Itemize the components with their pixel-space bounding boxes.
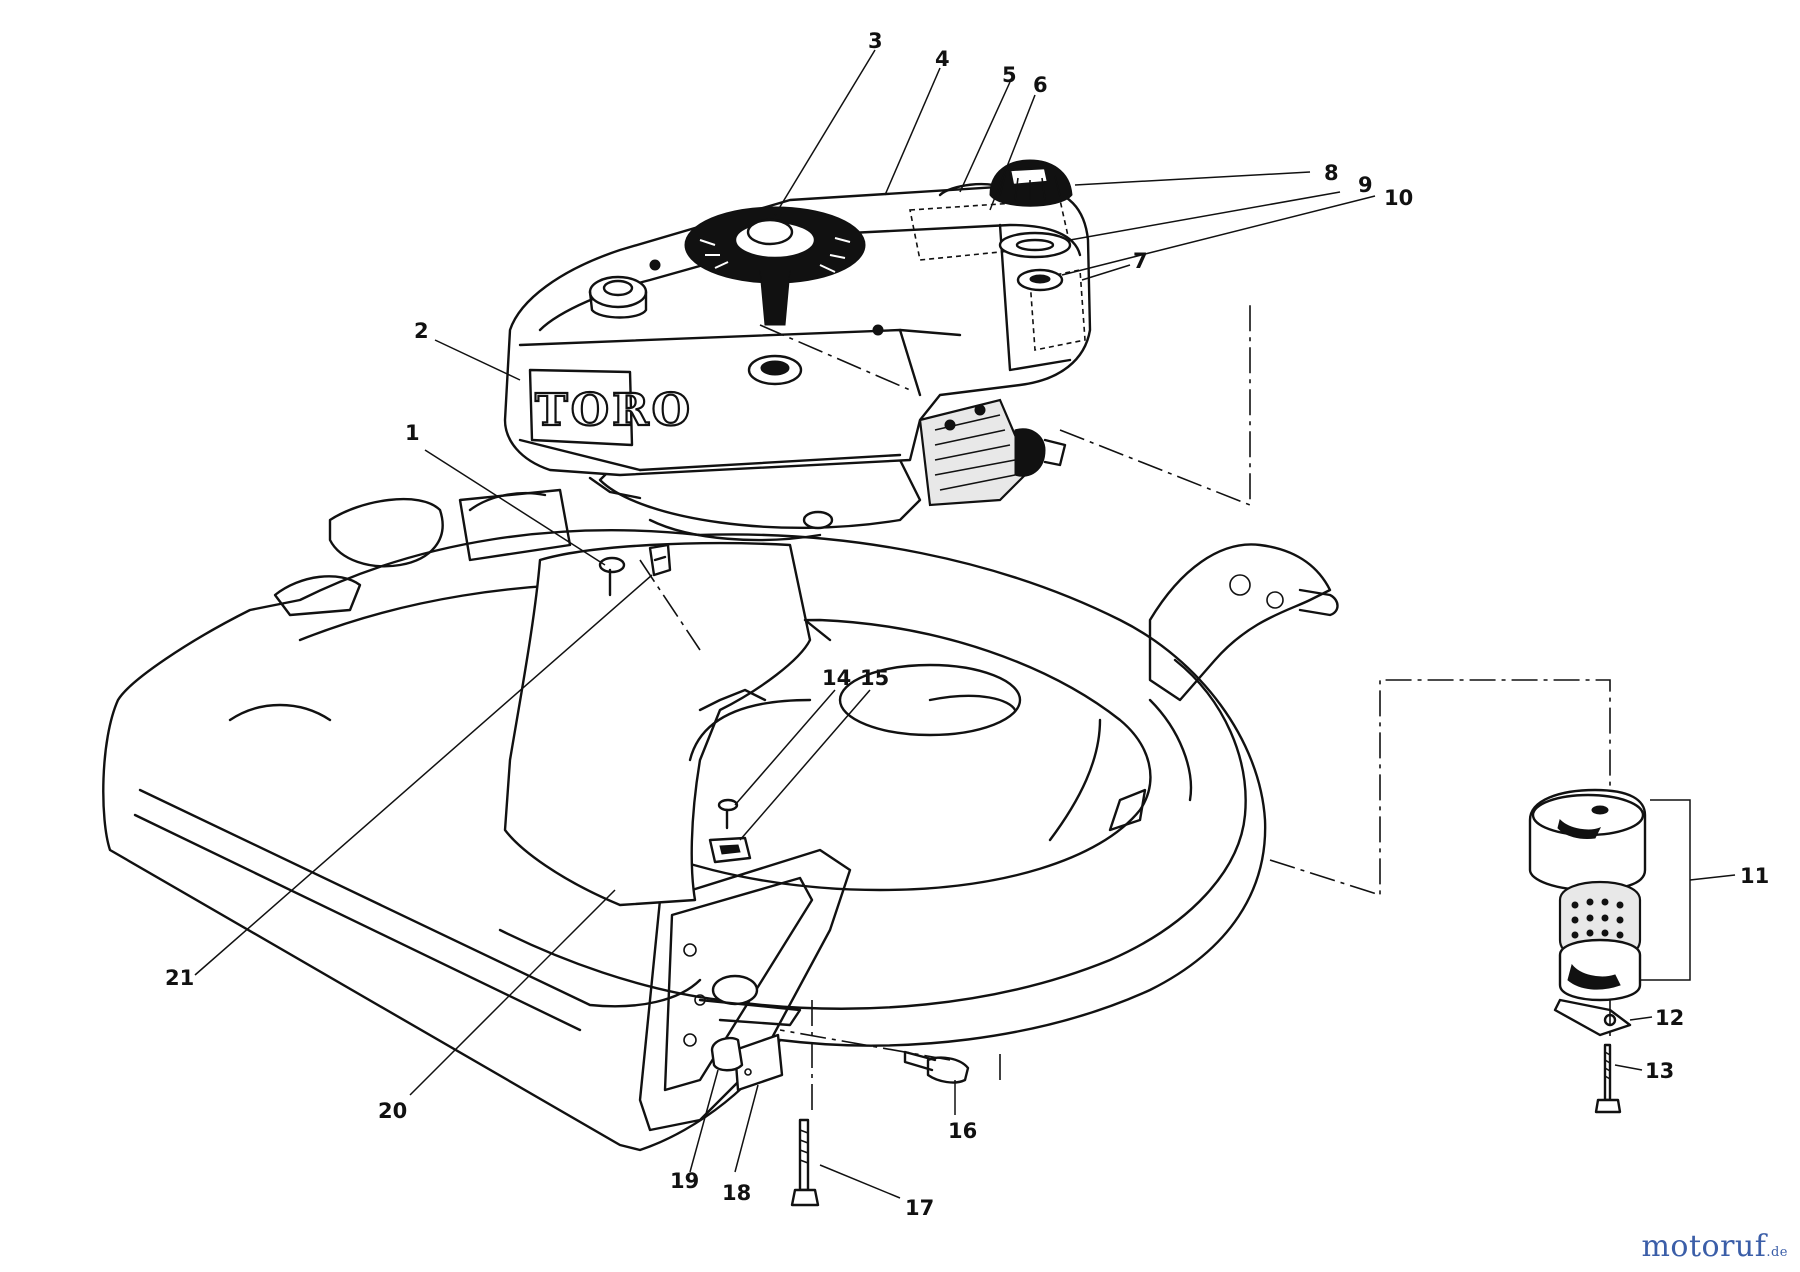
callout-13: 13: [1645, 1059, 1674, 1083]
alignment-lines: [639, 300, 1611, 1115]
callout-2: 2: [414, 319, 429, 343]
watermark-logo: motoruf.de: [1641, 1229, 1788, 1264]
callout-18: 18: [722, 1181, 751, 1205]
watermark-suffix: .de: [1766, 1245, 1788, 1260]
callout-17: 17: [905, 1196, 934, 1220]
callout-11: 11: [1740, 864, 1769, 888]
callout-6: 6: [1033, 73, 1048, 97]
callout-15: 15: [860, 666, 889, 690]
callout-21: 21: [165, 966, 194, 990]
callout-4: 4: [935, 47, 950, 71]
small-hardware: [598, 543, 970, 1207]
callout-7: 7: [1133, 249, 1148, 273]
callout-16: 16: [948, 1119, 977, 1143]
muffler-assembly: [1528, 788, 1691, 1114]
callout-10: 10: [1384, 186, 1413, 210]
callout-labels: 1 2 3 4 5 6 7 8 9 10 11 12 13 14 15 16 1…: [165, 29, 1769, 1220]
callout-9: 9: [1358, 173, 1373, 197]
callout-1: 1: [405, 421, 420, 445]
watermark-main: motoruf: [1641, 1229, 1767, 1264]
discharge-deflector: [503, 541, 832, 907]
callout-5: 5: [1002, 63, 1017, 87]
toro-brand-label: TORO: [535, 385, 693, 436]
callout-20: 20: [378, 1099, 407, 1123]
leader-lines: [194, 49, 1736, 1199]
callout-8: 8: [1324, 161, 1339, 185]
engine-assembly: TORO: [503, 182, 1092, 542]
air-cleaner-cap-parts: [989, 159, 1073, 292]
callout-14: 14: [822, 666, 851, 690]
callout-3: 3: [868, 29, 883, 53]
callout-19: 19: [670, 1169, 699, 1193]
callout-12: 12: [1655, 1006, 1684, 1030]
